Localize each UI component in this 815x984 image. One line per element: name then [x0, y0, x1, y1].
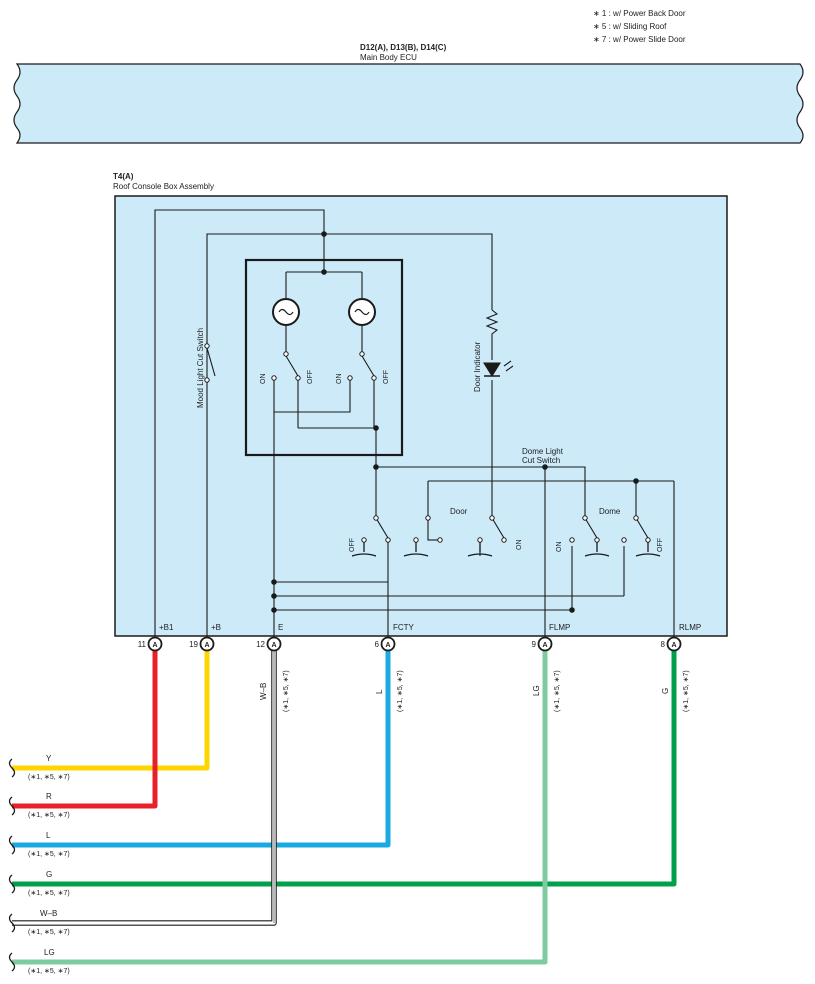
pin-9: A9 — [532, 636, 553, 652]
ecu-connectors: D12(A), D13(B), D14(C) — [360, 43, 447, 52]
wire-l — [12, 650, 391, 848]
wire-lg — [12, 650, 548, 965]
door-label: Door — [450, 507, 468, 516]
svg-text:11: 11 — [138, 640, 147, 649]
wire-left-note-g: (∗1, ∗5, ∗7) — [28, 890, 70, 897]
on-label-3: ON — [516, 540, 523, 551]
wire-left-label-wb: W–B — [40, 909, 57, 918]
internal-wiring — [154, 209, 675, 636]
junction-dots — [271, 231, 639, 613]
off-label-4: OFF — [657, 538, 664, 552]
ecu-name: Main Body ECU — [360, 53, 417, 62]
wire-y — [12, 650, 210, 771]
pin-6: A6 — [375, 636, 396, 652]
pin-11: A 11 — [138, 636, 163, 652]
mood-switch-label: Mood Light Cut Switch — [196, 328, 205, 408]
pin-8: A8 — [661, 636, 682, 652]
wire-label-fcty: L — [375, 689, 384, 694]
svg-text:19: 19 — [189, 640, 198, 649]
wire-left-label-g: G — [46, 870, 52, 879]
ecu-box — [13, 63, 804, 144]
wire-note-e: (∗1, ∗5, ∗7) — [283, 670, 290, 712]
wire-label-flmp: LG — [532, 685, 541, 696]
on-label-4: ON — [556, 542, 563, 553]
off-label-1: OFF — [307, 370, 314, 384]
pin-name-rlmp: RLMP — [679, 623, 701, 632]
external-wires — [12, 650, 677, 965]
wire-end-marks — [8, 758, 16, 972]
bulb-icon-left — [272, 298, 300, 326]
svg-text:A: A — [152, 642, 157, 649]
wire-left-note-y: (∗1, ∗5, ∗7) — [28, 774, 70, 781]
wire-left-note-wb: (∗1, ∗5, ∗7) — [28, 929, 70, 936]
svg-text:8: 8 — [661, 640, 666, 649]
dome-label: Dome — [599, 507, 621, 516]
svg-text:A: A — [204, 642, 209, 649]
wire-left-note-lg: (∗1, ∗5, ∗7) — [28, 968, 70, 975]
note-3: ∗ 7 : w/ Power Slide Door — [593, 35, 686, 44]
svg-text:12: 12 — [256, 640, 265, 649]
pin-19: A 19 — [189, 636, 215, 652]
door-indicator-label: Door Indicator — [473, 341, 482, 392]
pin-connectors: A11 A19 A12 A6 A9 A8 — [138, 636, 682, 652]
dome-cut-label-2: Cut Switch — [522, 456, 560, 465]
off-label-2: OFF — [383, 370, 390, 384]
note-2: ∗ 5 : w/ Sliding Roof — [593, 22, 667, 31]
pin-name-fcty: FCTY — [393, 623, 415, 632]
assembly-name: Roof Console Box Assembly — [113, 182, 214, 191]
wire-r — [12, 650, 158, 809]
wire-left-label-y: Y — [46, 754, 52, 763]
assembly-box — [114, 195, 728, 637]
svg-text:A: A — [542, 642, 547, 649]
wire-note-fcty: (∗1, ∗5, ∗7) — [397, 670, 404, 712]
wire-left-label-l: L — [46, 831, 51, 840]
wire-label-rlmp: G — [661, 688, 670, 694]
on-label-2: ON — [336, 374, 343, 385]
pin-name-e: E — [278, 623, 283, 632]
assembly-code: T4(A) — [113, 172, 134, 181]
wire-left-label-lg: LG — [44, 948, 55, 957]
pin-12: A 12 — [256, 636, 282, 652]
svg-text:A: A — [671, 642, 676, 649]
pin-name-b1: +B1 — [159, 623, 174, 632]
wire-note-flmp: (∗1, ∗5, ∗7) — [554, 670, 561, 712]
wire-left-note-l: (∗1, ∗5, ∗7) — [28, 851, 70, 858]
wire-left-label-r: R — [46, 792, 52, 801]
svg-text:A: A — [271, 642, 276, 649]
wire-label-e: W–B — [259, 683, 268, 700]
note-1: ∗ 1 : w/ Power Back Door — [593, 9, 686, 18]
switch-knobs — [351, 542, 661, 557]
on-label-1: ON — [260, 374, 267, 385]
wire-g — [12, 650, 677, 887]
pin-name-b: +B — [211, 623, 221, 632]
svg-text:6: 6 — [375, 640, 380, 649]
svg-text:A: A — [385, 642, 390, 649]
bulb-icon-right — [348, 298, 376, 326]
pin-name-flmp: FLMP — [549, 623, 570, 632]
dome-cut-label-1: Dome Light — [522, 447, 564, 456]
wire-left-note-r: (∗1, ∗5, ∗7) — [28, 812, 70, 819]
wire-note-rlmp: (∗1, ∗5, ∗7) — [683, 670, 690, 712]
svg-text:9: 9 — [532, 640, 537, 649]
off-label-3: OFF — [349, 538, 356, 552]
switch-contacts — [204, 343, 651, 543]
